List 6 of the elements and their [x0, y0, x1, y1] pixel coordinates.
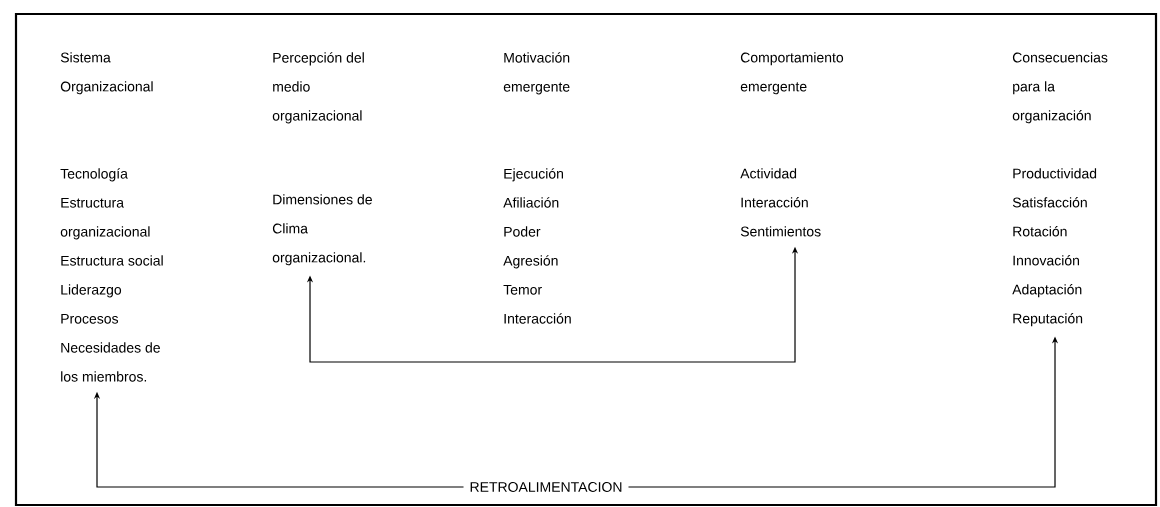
- text-column: Motivación emergente Ejecución Afiliación Poder Agresión Temor Interacción: [503, 52, 571, 324]
- text-column: Sistema Organizacional Tecnología Estructura organizacional Estructura social Liderazgo Procesos Necesidades de los miembros.: [60, 52, 163, 382]
- text-column: Percepción del medio organizacional Dimensiones de Clima organizacional.: [272, 52, 372, 266]
- text-column: Consecuencias para la organización Productividad Satisfacción Rotación Innovación Adaptación Reputación: [1012, 52, 1108, 327]
- edge-label: RETROALIMENTACION: [463, 478, 629, 496]
- text-column: Comportamiento emergente Actividad Interacción Sentimientos: [740, 52, 844, 237]
